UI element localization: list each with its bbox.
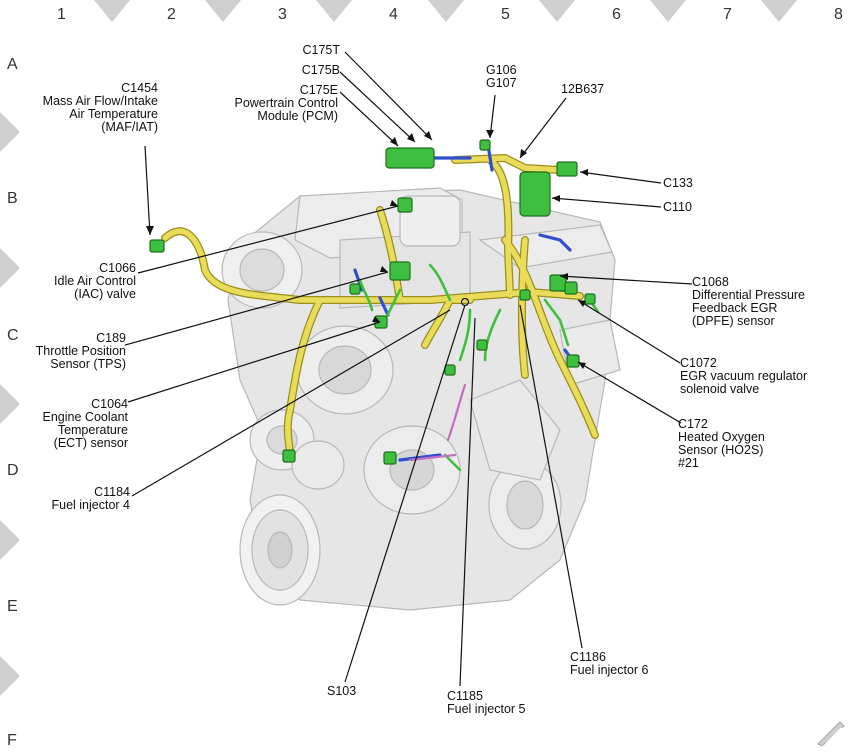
connector-c1185	[383, 451, 397, 465]
callout-c1068: C1068 Differential Pressure Feedback EGR…	[692, 276, 805, 328]
callout-c1068-desc-2: Feedback EGR	[692, 301, 778, 315]
connector-c189-body	[389, 261, 411, 281]
connector-c133	[556, 161, 578, 177]
callout-c175e-id: C175E	[299, 83, 338, 97]
leader-arrowheads	[146, 130, 588, 369]
callout-c110-id: C110	[663, 200, 692, 214]
callout-c172-desc-3: #21	[678, 456, 699, 470]
callout-c1068-id: C1068	[692, 275, 729, 289]
callout-c1072: C1072 EGR vacuum regulator solenoid valv…	[680, 357, 807, 396]
grid-column-7: 7	[723, 6, 732, 23]
grid-row-d: D	[7, 462, 19, 479]
connector-c1454	[149, 239, 165, 253]
callout-c133: C133	[663, 177, 693, 190]
callout-c175e-desc-2: Module (PCM)	[257, 109, 338, 123]
callout-c1066: C1066 Idle Air Control (IAC) valve	[20, 262, 136, 301]
callout-c1064-desc-3: (ECT) sensor	[53, 436, 128, 450]
callout-c1454-id: C1454	[121, 81, 158, 95]
callout-c172: C172 Heated Oxygen Sensor (HO2S) #21	[678, 418, 765, 470]
callout-c1068-desc-3: (DPFE) sensor	[692, 314, 775, 328]
callout-g106-g107: G106 G107	[486, 64, 517, 90]
grid-column-4: 4	[389, 6, 398, 23]
callout-s103: S103	[327, 685, 356, 698]
callout-c1454-desc-3: (MAF/IAT)	[101, 120, 158, 134]
callout-c189-id: C189	[96, 331, 126, 345]
callout-c1064-desc-1: Engine Coolant	[42, 410, 128, 424]
callout-c175b-id: C175B	[301, 63, 340, 77]
callout-c175t-id: C175T	[302, 43, 340, 57]
grid-row-f: F	[7, 732, 17, 749]
callout-c1185: C1185 Fuel injector 5	[447, 690, 526, 716]
callout-c1186-desc: Fuel injector 6	[570, 663, 649, 677]
callout-c110: C110	[663, 201, 692, 214]
callout-c1072-desc-2: solenoid valve	[680, 382, 760, 396]
left-border-tabs	[0, 112, 20, 696]
grid-row-a: A	[7, 56, 18, 73]
callout-c189: C189 Throttle Position Sensor (TPS)	[14, 332, 126, 371]
grid-column-1: 1	[57, 6, 66, 23]
connector-pcm	[385, 147, 435, 169]
callout-c1184: C1184 Fuel injector 4	[14, 486, 130, 512]
callout-c1185-desc: Fuel injector 5	[447, 702, 526, 716]
callout-c1454-desc-2: Air Temperature	[69, 107, 158, 121]
callout-c1454-desc-1: Mass Air Flow/Intake	[42, 94, 158, 108]
callout-c175e: C175E Powertrain Control Module (PCM)	[196, 84, 338, 123]
connector-c1072	[564, 281, 578, 295]
callout-c189-desc-2: Sensor (TPS)	[50, 357, 126, 371]
callout-c1186: C1186 Fuel injector 6	[570, 651, 649, 677]
grid-row-e: E	[7, 598, 18, 615]
callout-g106-id: G106	[486, 63, 517, 77]
callout-12b637: 12B637	[561, 83, 604, 96]
callout-c1072-desc-1: EGR vacuum regulator	[680, 369, 808, 383]
splice-s103-marker	[460, 297, 470, 307]
resize-corner-icon[interactable]	[816, 720, 846, 746]
grid-column-2: 2	[167, 6, 176, 23]
connector-c1184	[282, 449, 296, 463]
callout-c1064-desc-2: Temperature	[57, 423, 128, 437]
callout-c175e-desc-1: Powertrain Control	[234, 96, 338, 110]
grid-column-5: 5	[501, 6, 510, 23]
callout-c172-desc-2: Sensor (HO2S)	[678, 443, 764, 457]
wiring-harness	[161, 143, 600, 472]
leader-lines	[124, 51, 693, 687]
callout-c1184-desc: Fuel injector 4	[51, 498, 130, 512]
engine-illustration	[221, 187, 621, 611]
grid-row-c: C	[7, 327, 19, 344]
grid-row-b: B	[7, 190, 18, 207]
callout-c1072-id: C1072	[680, 356, 717, 370]
connector-c110	[519, 171, 551, 217]
connectors	[149, 139, 596, 465]
callout-c1066-desc-2: (IAC) valve	[74, 287, 136, 301]
callout-c1454: C1454 Mass Air Flow/Intake Air Temperatu…	[20, 82, 158, 134]
grid-column-6: 6	[612, 6, 621, 23]
callout-c1068-desc-1: Differential Pressure	[692, 288, 806, 302]
callout-s103-id: S103	[327, 684, 357, 698]
callout-c1186-id: C1186	[570, 650, 606, 664]
callout-c1066-desc-1: Idle Air Control	[54, 274, 136, 288]
callout-c1066-id: C1066	[99, 261, 136, 275]
callout-12b637-id: 12B637	[561, 82, 605, 96]
callout-c1064: C1064 Engine Coolant Temperature (ECT) s…	[14, 398, 128, 450]
grid-column-8: 8	[834, 6, 843, 23]
connector-c1066	[397, 197, 413, 213]
callout-c172-id: C172	[678, 417, 708, 431]
callout-g107-id: G107	[486, 76, 517, 90]
callout-c175b: C175B	[280, 64, 340, 77]
callout-c1184-id: C1184	[94, 485, 130, 499]
grid-column-3: 3	[278, 6, 287, 23]
callout-c175t: C175T	[280, 44, 340, 57]
callout-c133-id: C133	[663, 176, 693, 190]
callout-c1064-id: C1064	[91, 397, 128, 411]
callout-c189-desc-1: Throttle Position	[35, 344, 126, 358]
connector-g106	[479, 139, 491, 151]
callout-c172-desc-1: Heated Oxygen	[678, 430, 765, 444]
top-border-tabs	[94, 0, 797, 22]
callout-c1185-id: C1185	[447, 689, 483, 703]
connector-c172	[566, 354, 580, 368]
